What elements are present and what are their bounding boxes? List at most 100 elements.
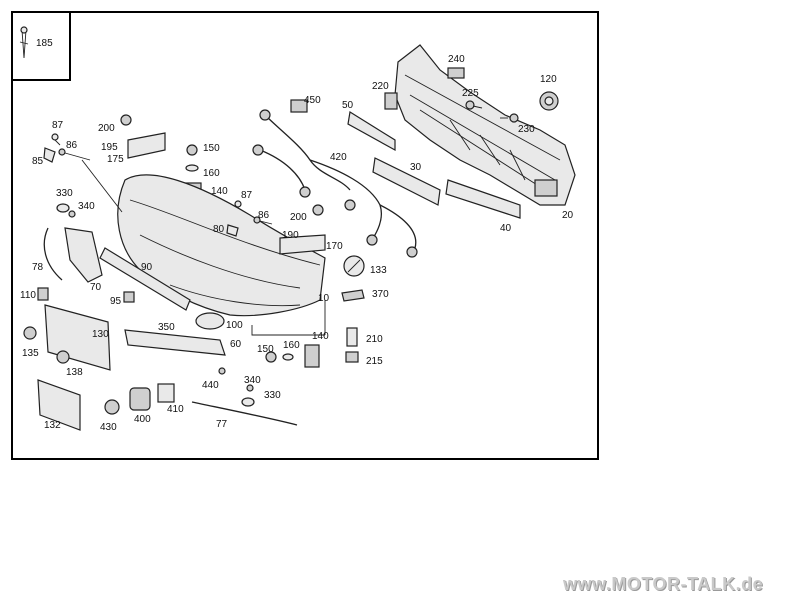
- callout-185: 185: [36, 38, 53, 49]
- callout-400: 400: [134, 414, 151, 425]
- callout-140-right: 140: [312, 331, 329, 342]
- part-95-clip: [123, 291, 135, 303]
- part-30-absorber: [372, 157, 441, 206]
- callout-410: 410: [167, 404, 184, 415]
- callout-175: 175: [107, 154, 124, 165]
- watermark-text: www.MOTOR-TALK.de: [563, 574, 764, 594]
- part-450-connector: [290, 99, 308, 113]
- callout-200-right: 200: [290, 212, 307, 223]
- callout-230: 230: [518, 124, 535, 135]
- callout-120: 120: [540, 74, 557, 85]
- callout-80: 80: [213, 224, 225, 235]
- part-78-trim-strip: [43, 227, 63, 281]
- part-330-340-left-trim: [56, 203, 76, 218]
- part-90-grille: [99, 247, 191, 311]
- detail-inset-box: [11, 11, 71, 81]
- callout-78: 78: [32, 262, 44, 273]
- callout-160-right: 160: [283, 340, 300, 351]
- part-240-clip: [447, 67, 465, 79]
- callout-420: 420: [330, 152, 347, 163]
- part-400-sensor: [129, 387, 151, 411]
- callout-440: 440: [202, 380, 219, 391]
- callout-86-right: 86: [258, 210, 270, 221]
- callout-85: 85: [32, 156, 44, 167]
- callout-77: 77: [216, 419, 228, 430]
- part-70-side-piece: [64, 227, 103, 283]
- part-135-screw: [23, 326, 37, 340]
- part-430-ring: [104, 399, 120, 415]
- callout-70: 70: [90, 282, 102, 293]
- part-330-cover: [241, 397, 255, 407]
- part-210-spacer: [346, 327, 358, 347]
- callout-50: 50: [342, 100, 354, 111]
- part-77-trim-strip: [191, 401, 298, 426]
- callout-195: 195: [101, 142, 118, 153]
- part-87-86-85-left-sensor-set: [43, 133, 91, 163]
- diagram-frame: [11, 11, 599, 460]
- part-230-screw: [500, 113, 519, 123]
- part-60-trim-strip: [124, 329, 226, 356]
- part-220-bracket: [384, 92, 398, 110]
- callout-87-right: 87: [241, 190, 253, 201]
- part-185-clip: [19, 26, 29, 59]
- callout-135: 135: [22, 348, 39, 359]
- callout-350: 350: [158, 322, 175, 333]
- callout-labels: 185 450 220 240 120 225 50 230 87 86 85 …: [20, 38, 574, 433]
- part-87-86-80-right-sensor-set: [226, 200, 273, 237]
- callout-40: 40: [500, 223, 512, 234]
- callout-160-top: 160: [203, 168, 220, 179]
- part-20-bumper-carrier: [394, 44, 576, 206]
- callout-240: 240: [448, 54, 465, 65]
- callout-30: 30: [410, 162, 422, 173]
- callout-140-top: 140: [211, 186, 228, 197]
- callout-138: 138: [66, 367, 83, 378]
- callout-10: 10: [318, 293, 330, 304]
- part-132-plate: [37, 379, 81, 431]
- callout-132: 132: [44, 420, 61, 431]
- callout-20: 20: [562, 210, 574, 221]
- part-50-guide: [347, 111, 396, 152]
- callout-340-left: 340: [78, 201, 95, 212]
- part-40-lower-absorber: [445, 179, 521, 219]
- part-100-fog-ring: [195, 312, 225, 330]
- part-440-screw: [218, 367, 226, 375]
- callout-215: 215: [366, 356, 383, 367]
- callout-330-left: 330: [56, 188, 73, 199]
- part-225-screw: [465, 100, 483, 110]
- callout-450: 450: [304, 95, 321, 106]
- callout-330-right: 330: [264, 390, 281, 401]
- leader-lines: [81, 159, 326, 336]
- callout-430: 430: [100, 422, 117, 433]
- part-160-washer: [282, 353, 294, 361]
- part-200-190-170-right-bracket: [279, 204, 326, 255]
- callout-86-left: 86: [66, 140, 78, 151]
- callout-100: 100: [226, 320, 243, 331]
- callout-220: 220: [372, 81, 389, 92]
- part-340-clip: [246, 384, 254, 392]
- callout-133: 133: [370, 265, 387, 276]
- callout-87-left: 87: [52, 120, 64, 131]
- callout-90: 90: [141, 262, 153, 273]
- part-420-wiring-harness: [252, 109, 418, 258]
- part-120-sensor: [539, 91, 559, 111]
- part-200-195-175-bracket: [120, 114, 166, 159]
- part-150-bolt: [265, 351, 277, 363]
- callout-150-top: 150: [203, 143, 220, 154]
- callout-370: 370: [372, 289, 389, 300]
- callout-225: 225: [462, 88, 479, 99]
- callout-340-right: 340: [244, 375, 261, 386]
- part-140-bracket: [304, 344, 320, 368]
- part-110-clip: [37, 287, 49, 301]
- part-410-holder: [157, 383, 175, 403]
- part-138-screw: [56, 350, 70, 364]
- callout-190: 190: [282, 230, 299, 241]
- callout-170: 170: [326, 241, 343, 252]
- callout-110: 110: [20, 290, 36, 301]
- part-370-clip: [341, 289, 365, 302]
- wrench-icon: [343, 255, 365, 277]
- callout-60: 60: [230, 339, 242, 350]
- callout-210: 210: [366, 334, 383, 345]
- callout-200-left: 200: [98, 123, 115, 134]
- part-215-nut: [345, 351, 359, 363]
